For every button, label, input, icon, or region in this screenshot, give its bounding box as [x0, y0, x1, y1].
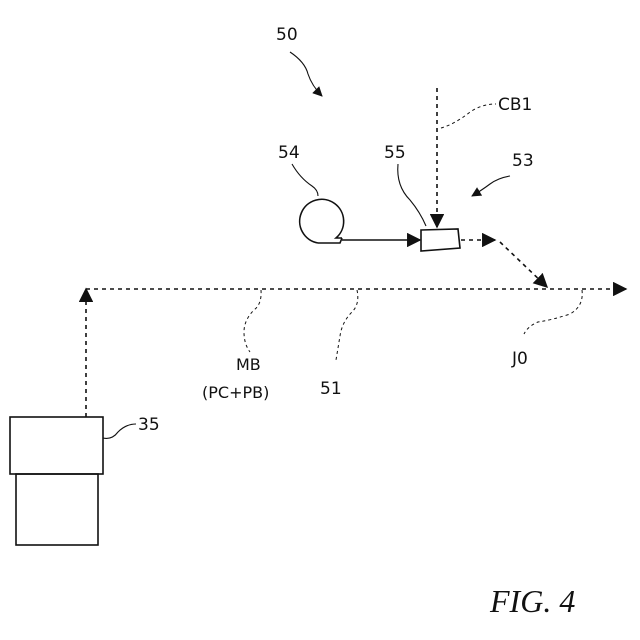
label-cb1: CB1 [498, 95, 532, 115]
leader-35 [103, 424, 136, 438]
label-35: 35 [138, 415, 160, 435]
arrow-50 [290, 52, 322, 96]
cb1-leader [441, 104, 496, 128]
leader-55 [398, 164, 426, 226]
label-55: 55 [384, 143, 406, 163]
merge-arrow [500, 242, 547, 287]
figure-caption: FIG. 4 [489, 583, 575, 619]
leader-j0 [524, 290, 582, 334]
leader-mb [244, 290, 261, 352]
leader-54 [292, 164, 318, 196]
device-35-upper [10, 417, 103, 474]
label-50: 50 [276, 25, 298, 45]
label-mb: MB [236, 355, 261, 374]
label-j0: J0 [511, 349, 528, 369]
device-35-lower [16, 474, 98, 545]
arrow-53 [472, 176, 510, 196]
label-54: 54 [278, 143, 300, 163]
label-mb-sub: (PC+PB) [202, 383, 269, 402]
reel-54 [300, 199, 344, 243]
nozzle-55 [421, 229, 460, 251]
leader-51 [336, 290, 358, 360]
label-53: 53 [512, 151, 534, 171]
label-51: 51 [320, 379, 342, 399]
